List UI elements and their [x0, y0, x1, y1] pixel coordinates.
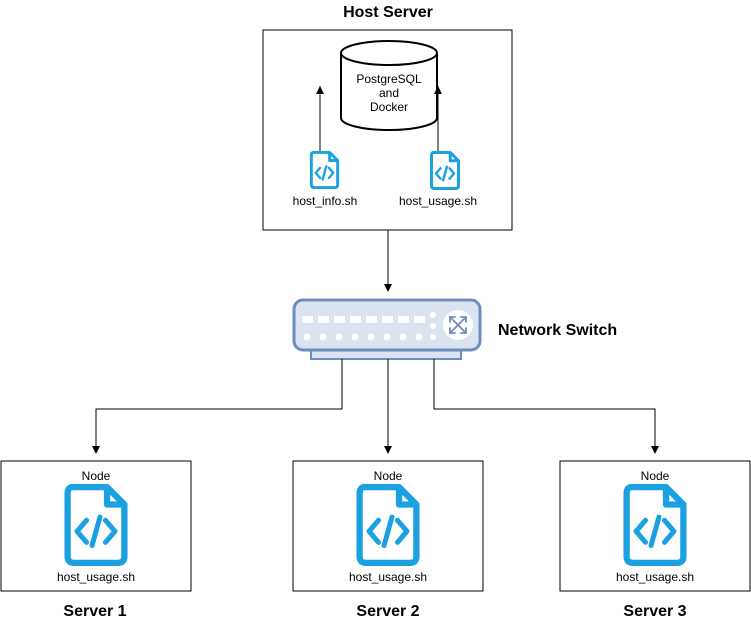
db-label-line-1: PostgreSQL	[356, 72, 422, 86]
server-1-node-label: Node	[82, 469, 111, 483]
network-switch-label: Network Switch	[498, 322, 617, 339]
network-switch-icon	[292, 298, 482, 360]
server-1-title: Server 1	[63, 603, 126, 620]
server-1-script-icon	[68, 487, 125, 563]
arrowhead-host-usage-to-db	[434, 86, 442, 94]
server-3-title: Server 3	[623, 603, 686, 620]
server-2-script-icon	[360, 487, 417, 563]
connector-switch-to-server-3	[433, 359, 659, 454]
server-3-script-label: host_usage.sh	[616, 570, 694, 584]
host-info-script-label: host_info.sh	[293, 194, 358, 208]
database-cylinder	[340, 40, 438, 131]
server-1-script-label: host_usage.sh	[57, 570, 135, 584]
server-3-node-label: Node	[641, 469, 670, 483]
host-server-title: Host Server	[343, 4, 433, 21]
server-2-title: Server 2	[356, 603, 419, 620]
host-info-script-icon	[309, 151, 340, 189]
server-3-script-icon	[627, 487, 684, 563]
db-label-line-3: Docker	[370, 100, 408, 114]
db-label-line-2: and	[379, 86, 399, 100]
host-usage-script-label: host_usage.sh	[399, 194, 477, 208]
host-usage-script-icon	[429, 151, 461, 190]
connector-switch-to-server-1	[92, 359, 343, 454]
server-2-node-label: Node	[374, 469, 403, 483]
server-2-script-label: host_usage.sh	[349, 570, 427, 584]
arrowhead-host-info-to-db	[316, 86, 324, 94]
